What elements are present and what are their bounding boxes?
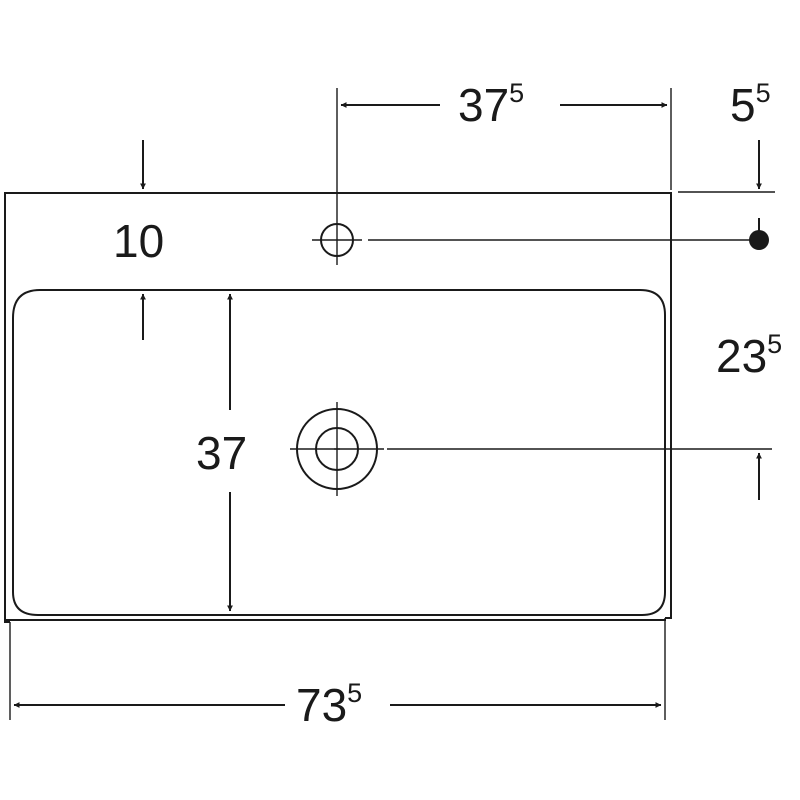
dimension-rim-width: 10 <box>113 140 164 340</box>
dimension-label-tap-hole-offset: 375 <box>458 78 524 131</box>
tap-hole <box>312 215 362 265</box>
drain <box>290 402 384 496</box>
dimension-tap-hole-edge-distance: 55 <box>678 78 775 231</box>
reference-point <box>749 230 769 250</box>
dimension-bowl-depth: 37 <box>196 293 247 612</box>
dimension-drain-offset: 235 <box>716 329 782 500</box>
dimension-label-rim-width: 10 <box>113 215 164 267</box>
dimension-label-bowl-depth: 37 <box>196 427 247 479</box>
dimension-overall-width: 735 <box>9 618 666 731</box>
dimension-tap-hole-offset: 375 <box>336 78 672 215</box>
dimension-label-tap-hole-edge-distance: 55 <box>730 78 771 131</box>
basin-outline <box>4 192 672 623</box>
dimension-label-overall-width: 735 <box>296 678 362 731</box>
dimension-label-drain-offset: 235 <box>716 329 782 382</box>
bowl-outline <box>12 289 666 616</box>
